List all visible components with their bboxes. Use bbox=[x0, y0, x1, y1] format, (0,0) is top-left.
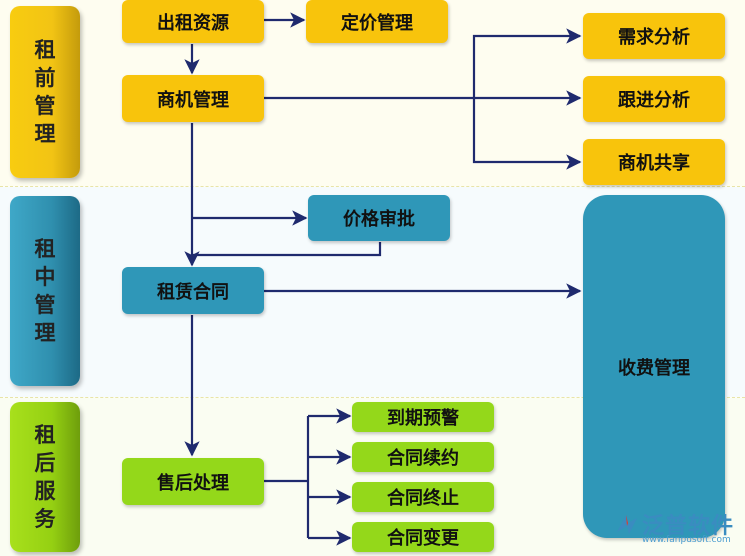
node-opportunity-share: 商机共享 bbox=[583, 139, 725, 185]
node-demand-analysis: 需求分析 bbox=[583, 13, 725, 59]
logo-url: www.fanpusoft.com bbox=[642, 535, 731, 545]
node-after-sales: 售后处理 bbox=[122, 458, 264, 505]
phase-mid-rental-management: 租中管理 bbox=[10, 196, 80, 386]
node-contract-change: 合同变更 bbox=[352, 522, 494, 552]
node-contract-renewal: 合同续约 bbox=[352, 442, 494, 472]
band-divider bbox=[0, 397, 745, 398]
node-contract-termination: 合同终止 bbox=[352, 482, 494, 512]
logo-name: 泛普软件 bbox=[642, 514, 735, 539]
node-pricing-management: 定价管理 bbox=[306, 0, 448, 43]
phase-pre-rental-management: 租前管理 bbox=[10, 6, 80, 178]
phase-post-rental-service: 租后服务 bbox=[10, 402, 80, 552]
return-from-price-approval bbox=[192, 242, 382, 257]
logo-mark-icon bbox=[617, 515, 637, 534]
node-opportunity-management: 商机管理 bbox=[122, 75, 264, 122]
node-rental-source: 出租资源 bbox=[122, 0, 264, 43]
band-divider bbox=[0, 186, 745, 187]
node-lease-contract: 租赁合同 bbox=[122, 267, 264, 314]
node-price-approval: 价格审批 bbox=[308, 195, 450, 241]
node-fee-management: 收费管理 bbox=[583, 195, 725, 538]
node-expiry-warning: 到期预警 bbox=[352, 402, 494, 432]
fanpusoft-logo: 泛普软件 www.fanpusoft.com bbox=[612, 508, 740, 554]
node-followup-analysis: 跟进分析 bbox=[583, 76, 725, 122]
arrow-to-demand bbox=[472, 28, 582, 98]
arrow-to-share bbox=[472, 98, 582, 170]
